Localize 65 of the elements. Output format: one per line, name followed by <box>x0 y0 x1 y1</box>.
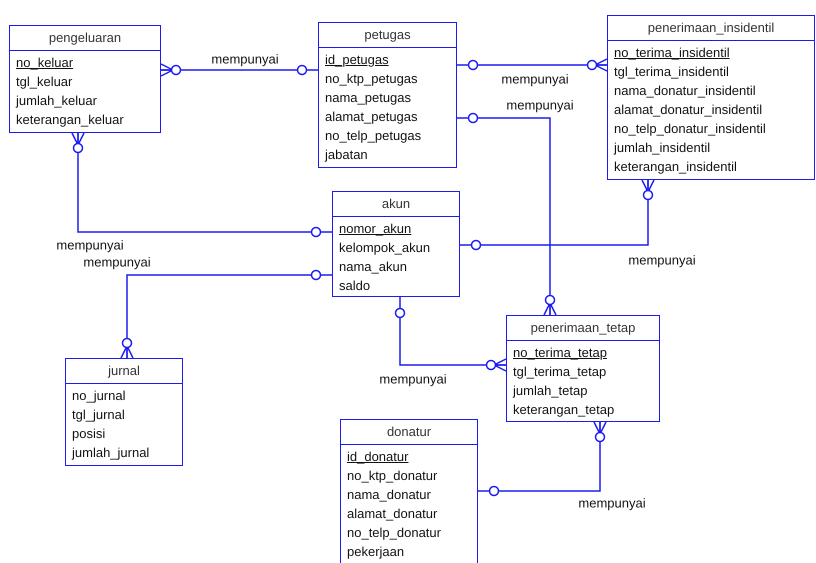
attribute-name: jumlah_tetap <box>513 382 588 400</box>
attribute-name: tgl_terima_insidentil <box>614 63 729 81</box>
attribute-name: nama_donatur <box>347 486 431 504</box>
attribute-name: no_ktp_petugas <box>325 70 418 88</box>
entity-table <box>65 358 183 466</box>
attribute-name: kelompok_akun <box>339 239 430 257</box>
entity-name: donatur <box>341 420 477 445</box>
relationship-line <box>120 270 332 359</box>
attribute-name: nama_akun <box>339 258 407 276</box>
attribute-name: no_jurnal <box>72 387 126 405</box>
edge-label: mempunyai <box>577 496 647 510</box>
edge-label: mempunyai <box>210 52 280 66</box>
relationship-line <box>457 58 608 72</box>
entity-table <box>332 191 460 297</box>
entity-table <box>607 15 815 180</box>
entity-name: petugas <box>319 23 456 48</box>
entity-name: penerimaan_tetap <box>507 316 659 341</box>
attribute-name: keterangan_insidentil <box>614 158 737 176</box>
attribute-name: nama_petugas <box>325 89 412 107</box>
primary-key-attribute: nomor_akun <box>339 220 412 238</box>
attribute-name: tgl_terima_tetap <box>513 363 606 381</box>
attribute-name: jumlah_keluar <box>16 92 97 110</box>
primary-key-attribute: id_donatur <box>347 448 408 466</box>
primary-key-attribute: id_petugas <box>325 51 389 69</box>
relationship-line <box>71 132 332 238</box>
entity-name: akun <box>333 192 459 217</box>
relationship-line <box>460 179 655 250</box>
relationship-line <box>160 63 318 77</box>
attribute-name: nama_donatur_insidentil <box>614 82 756 100</box>
entity-name: jurnal <box>66 359 182 384</box>
attribute-name: jabatan <box>325 146 368 164</box>
attribute-name: jumlah_insidentil <box>614 139 710 157</box>
relationship-line <box>394 297 507 372</box>
attribute-name: no_ktp_donatur <box>347 467 438 485</box>
primary-key-attribute: no_terima_insidentil <box>614 44 730 62</box>
edge-label: mempunyai <box>505 98 575 112</box>
entity-table <box>9 25 161 133</box>
entity-name: penerimaan_insidentil <box>608 16 814 41</box>
attribute-name: alamat_donatur <box>347 505 438 523</box>
edge-label: mempunyai <box>500 72 570 86</box>
edge-label: mempunyai <box>55 238 125 252</box>
attribute-name: pekerjaan <box>347 543 404 561</box>
entity-table <box>340 419 478 563</box>
attribute-name: alamat_petugas <box>325 108 418 126</box>
edge-label: mempunyai <box>378 372 448 386</box>
entity-table <box>318 22 457 168</box>
attribute-name: tgl_jurnal <box>72 406 125 424</box>
primary-key-attribute: no_keluar <box>16 54 74 72</box>
relationship-line <box>478 421 607 496</box>
edge-label: mempunyai <box>82 254 152 270</box>
attribute-name: keterangan_tetap <box>513 401 614 419</box>
attribute-name: keterangan_keluar <box>16 111 124 129</box>
attribute-name: no_telp_petugas <box>325 127 422 145</box>
attribute-name: saldo <box>339 277 370 295</box>
entity-table <box>506 315 660 422</box>
attribute-name: tgl_keluar <box>16 73 72 91</box>
attribute-name: alamat_donatur_insidentil <box>614 101 762 119</box>
attribute-name: posisi <box>72 425 106 443</box>
edge-label: mempunyai <box>627 252 697 268</box>
attribute-name: no_telp_donatur_insidentil <box>614 120 766 138</box>
attribute-name: no_telp_donatur <box>347 524 441 542</box>
entity-name: pengeluaran <box>10 26 160 51</box>
relationship-line <box>457 112 557 316</box>
attribute-name: jumlah_jurnal <box>72 444 150 462</box>
primary-key-attribute: no_terima_tetap <box>513 344 607 362</box>
